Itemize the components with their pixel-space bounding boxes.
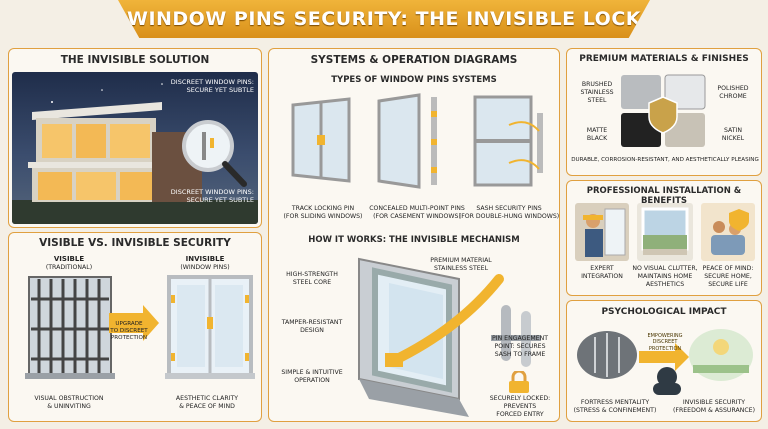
panel-title: PROFESSIONAL INSTALLATION & BENEFITS <box>586 186 742 206</box>
type-label-sliding: TRACK LOCKING PIN(FOR SLIDING WINDOWS) <box>283 205 363 220</box>
casement-window-diagram <box>377 93 437 189</box>
mechanism-cross-section <box>358 257 504 417</box>
callout-top: DISCREET WINDOW PINS: SECURE YET SUBTLE <box>170 78 254 95</box>
freedom-caption: INVISIBLE SECURITY(FREEDOM & ASSURANCE) <box>673 399 755 414</box>
visible-label: VISIBLE (TRADITIONAL) <box>45 255 93 271</box>
barred-window-illustration <box>25 276 115 379</box>
psych-illustration <box>577 329 753 395</box>
panel-title: VISIBLE VS. INVISIBLE SECURITY <box>39 237 231 249</box>
title-banner: WINDOW PINS SECURITY: THE INVISIBLE LOCK <box>118 0 650 38</box>
type-label-double-hung: SASH SECURITY PINS(FOR DOUBLE-HUNG WINDO… <box>458 205 560 220</box>
type-label-casement: CONCEALED MULTI-POINT PINS(FOR CASEMENT … <box>369 205 465 220</box>
page-title: WINDOW PINS SECURITY: THE INVISIBLE LOCK <box>126 8 642 30</box>
visible-caption: VISUAL OBSTRUCTION& UNINVITING <box>34 395 104 410</box>
invisible-caption: AESTHETIC CLARITY& PEACE OF MIND <box>175 395 239 410</box>
fortress-caption: FORTRESS MENTALITY(STRESS & CONFINEMENT) <box>573 399 657 414</box>
family-photo <box>701 203 755 261</box>
installation-panel: PROFESSIONAL INSTALLATION & BENEFITS EXP… <box>566 180 762 296</box>
panel-title: THE INVISIBLE SOLUTION <box>60 54 210 66</box>
types-subtitle: TYPES OF WINDOW PINS SYSTEMS <box>331 75 497 85</box>
upgrade-arrow <box>109 305 159 341</box>
padlock-icon <box>509 371 529 393</box>
benefit-peace: PEACE OF MIND:SECURE HOME,SECURE LIFE <box>702 265 754 288</box>
sliding-window-diagram <box>291 97 351 183</box>
pin-hardware-illustration <box>491 305 541 367</box>
how-it-works-title: HOW IT WORKS: THE INVISIBLE MECHANISM <box>308 235 520 245</box>
finish-swatches <box>621 74 706 147</box>
installer-photo <box>575 203 629 261</box>
double-hung-window-diagram <box>473 95 543 187</box>
callout-bottom: DISCREET WINDOW PINS: SECURE YET SUBTLE <box>170 188 254 205</box>
modern-house-illustration <box>12 83 258 224</box>
clear-window-illustration <box>165 275 255 379</box>
systems-diagrams-panel: SYSTEMS & OPERATION DIAGRAMS TYPES OF WI… <box>268 48 560 422</box>
materials-footer: DURABLE, CORROSION-RESISTANT, AND AESTHE… <box>571 157 759 163</box>
panel-title: PREMIUM MATERIALS & FINISHES <box>579 54 749 64</box>
visible-vs-invisible-panel: VISIBLE VS. INVISIBLE SECURITY VISIBLE (… <box>8 232 262 422</box>
panel-title: SYSTEMS & OPERATION DIAGRAMS <box>310 54 518 66</box>
house-image: DISCREET WINDOW PINS: SECURE YET SUBTLE … <box>12 72 258 224</box>
invisible-label: INVISIBLE (WINDOW PINS) <box>180 255 230 271</box>
clear-window-photo <box>637 203 693 261</box>
panel-title: PSYCHOLOGICAL IMPACT <box>601 307 727 317</box>
